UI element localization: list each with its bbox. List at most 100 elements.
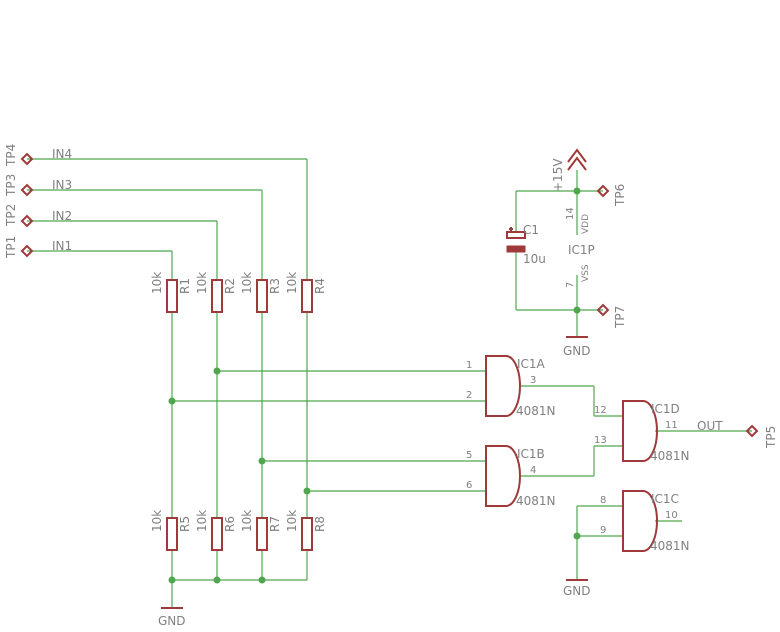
resistor-name-r1: R1 <box>178 278 192 294</box>
gate-ic1d-pin-in2: 13 <box>594 435 607 446</box>
gnd-label: GND <box>158 614 186 628</box>
vdd-pin-number: 14 <box>565 207 576 220</box>
gate-ic1c-pin-in1: 8 <box>600 495 606 506</box>
junctions <box>168 187 581 584</box>
junction-dot <box>573 532 581 540</box>
test-point-tp1-marker <box>20 244 34 258</box>
resistor-name-r4: R4 <box>313 278 327 294</box>
junction-dot <box>573 306 581 314</box>
resistor-name-r5: R5 <box>178 516 192 532</box>
tp7-label: TP7 <box>613 306 627 329</box>
power-unit-name: IC1P <box>568 243 595 257</box>
gnd-label: GND <box>563 584 591 598</box>
test-point-tp2-marker <box>20 214 34 228</box>
resistor-value-r1: 10k <box>150 272 164 294</box>
resistor-value-r5: 10k <box>150 510 164 532</box>
resistor-r2 <box>211 279 223 313</box>
junction-dot <box>168 576 176 584</box>
gate-ic1b-part: 4081N <box>516 494 556 508</box>
resistor-r6 <box>211 517 223 551</box>
gate-ic1a-part: 4081N <box>516 404 556 418</box>
resistor-name-r6: R6 <box>223 516 237 532</box>
junction-dot <box>213 367 221 375</box>
resistor-r8 <box>301 517 313 551</box>
vplus-label: +15V <box>551 158 565 192</box>
gate-ic1c-pin-out: 10 <box>665 510 678 521</box>
gate-ic1c-name: IC1C <box>651 492 679 506</box>
resistor-r1 <box>166 279 178 313</box>
junction-dot <box>168 397 176 405</box>
gate-ic1d-name: IC1D <box>651 402 680 416</box>
tp6-label: TP6 <box>613 184 627 207</box>
gate-ic1a-symbol <box>485 355 521 417</box>
net-label-in2: IN2 <box>52 209 72 223</box>
resistor-r5 <box>166 517 178 551</box>
test-point-tp5-marker <box>745 424 759 438</box>
capacitor-name: C1 <box>523 223 539 237</box>
power-symbols <box>161 148 588 609</box>
resistor-value-r6: 10k <box>195 510 209 532</box>
wires <box>27 158 752 608</box>
resistor-value-r7: 10k <box>240 510 254 532</box>
gate-ic1a-name: IC1A <box>517 357 546 371</box>
gate-ic1b-symbol <box>485 445 521 507</box>
resistor-value-r8: 10k <box>285 510 299 532</box>
junction-dot <box>258 457 266 465</box>
test-point-tp3-marker <box>20 183 34 197</box>
gate-ic1c-pin-in2: 9 <box>600 525 606 536</box>
junction-dot <box>573 187 581 195</box>
test-point-tp4-marker <box>20 152 34 166</box>
gate-ic1b-pin-in1: 5 <box>466 450 472 461</box>
tp4-label: TP4 <box>4 144 18 167</box>
resistor-bodies <box>166 279 313 551</box>
resistor-name-r3: R3 <box>268 278 282 294</box>
vplus-arrow-icon <box>567 148 587 163</box>
resistor-name-r8: R8 <box>313 516 327 532</box>
resistor-value-r3: 10k <box>240 272 254 294</box>
capacitor-c1 <box>506 227 526 253</box>
test-point-tp6-marker <box>596 184 610 198</box>
resistor-name-r2: R2 <box>223 278 237 294</box>
vdd-pin-name: VDD <box>581 214 591 234</box>
gate-ic1c-part: 4081N <box>650 539 690 553</box>
gate-ic1b-pin-out: 4 <box>530 465 536 476</box>
resistor-r4 <box>301 279 313 313</box>
gate-ic1a-pin-in1: 1 <box>466 360 472 371</box>
capacitor-value: 10u <box>523 252 546 266</box>
gate-ic1b-name: IC1B <box>517 447 545 461</box>
gate-ic1d-pin-out: 11 <box>665 420 678 431</box>
tp5-label: TP5 <box>764 426 778 449</box>
gate-ic1b-pin-in2: 6 <box>466 480 472 491</box>
junction-dot <box>303 487 311 495</box>
gnd-label: GND <box>563 344 591 358</box>
vss-pin-name: VSS <box>581 264 591 282</box>
vss-pin-number: 7 <box>565 282 576 288</box>
net-label-out: OUT <box>697 419 723 433</box>
capacitor-plate-negative <box>506 245 526 253</box>
tp2-label: TP2 <box>4 204 18 227</box>
resistor-r7 <box>256 517 268 551</box>
resistor-r3 <box>256 279 268 313</box>
net-label-in4: IN4 <box>52 147 72 161</box>
gate-ic1c-symbol <box>622 490 658 552</box>
gate-ic1d-symbol <box>622 400 658 462</box>
vplus-arrow-icon <box>567 156 587 171</box>
net-label-in3: IN3 <box>52 178 72 192</box>
junction-dot <box>213 576 221 584</box>
resistor-name-r7: R7 <box>268 516 282 532</box>
tp3-label: TP3 <box>4 174 18 197</box>
gate-ic1d-part: 4081N <box>650 449 690 463</box>
net-label-in1: IN1 <box>52 239 72 253</box>
gate-ic1d-pin-in1: 12 <box>594 405 607 416</box>
gate-ic1a-pin-in2: 2 <box>466 390 472 401</box>
test-point-markers <box>20 152 759 438</box>
and-gates <box>485 355 658 552</box>
gate-ic1a-pin-out: 3 <box>530 375 536 386</box>
resistor-value-r2: 10k <box>195 272 209 294</box>
junction-dot <box>258 576 266 584</box>
test-point-tp7-marker <box>596 303 610 317</box>
resistor-value-r4: 10k <box>285 272 299 294</box>
tp1-label: TP1 <box>4 236 18 259</box>
capacitor-plate-positive <box>506 231 526 239</box>
